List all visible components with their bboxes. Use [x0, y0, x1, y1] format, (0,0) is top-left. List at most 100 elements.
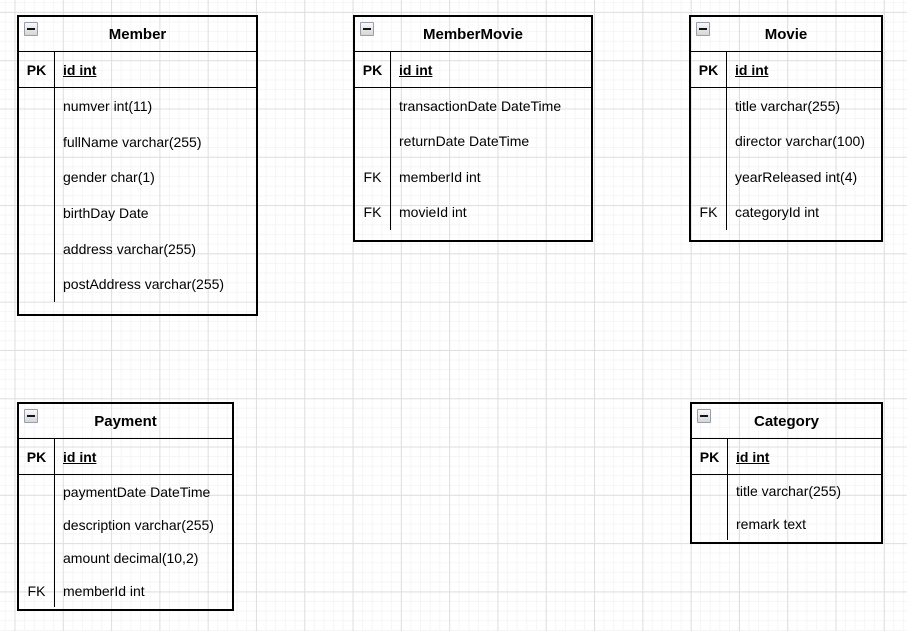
- key-cell: [692, 507, 728, 540]
- table-header[interactable]: Member: [19, 17, 256, 52]
- attribute-row[interactable]: returnDate DateTime: [355, 123, 591, 159]
- minus-glyph: [699, 28, 707, 30]
- table-body: title varchar(255) remark text: [692, 475, 881, 542]
- key-cell: [19, 230, 55, 267]
- table-header[interactable]: MemberMovie: [355, 17, 591, 52]
- field-label: gender char(1): [63, 169, 155, 186]
- field-label: birthDay Date: [63, 204, 149, 221]
- collapse-icon[interactable]: [697, 409, 711, 423]
- table-body: transactionDate DateTime returnDate DateT…: [355, 88, 591, 240]
- key-cell: [691, 88, 727, 124]
- primary-key-field: id int: [736, 448, 770, 465]
- field-label: fullName varchar(255): [63, 133, 202, 150]
- minus-glyph: [27, 415, 35, 417]
- attribute-row[interactable]: remark text: [692, 507, 881, 540]
- key-cell: [355, 123, 391, 159]
- pk-key-cell: PK: [19, 439, 55, 474]
- field-label: title varchar(255): [735, 97, 841, 114]
- attribute-row[interactable]: fullName varchar(255): [19, 123, 256, 160]
- key-cell: [19, 266, 55, 303]
- key-cell: [19, 195, 55, 231]
- primary-key-row[interactable]: PK id int: [19, 52, 256, 88]
- field-label: title varchar(255): [736, 483, 842, 500]
- key-cell: FK: [355, 194, 391, 230]
- attribute-row[interactable]: address varchar(255): [19, 230, 256, 267]
- table-title: MemberMovie: [422, 25, 524, 43]
- attribute-row[interactable]: numver int(11): [19, 88, 256, 124]
- pk-key-cell: PK: [19, 52, 55, 87]
- attribute-row[interactable]: title varchar(255): [692, 475, 881, 508]
- field-label: paymentDate DateTime: [63, 483, 211, 500]
- primary-key-field: id int: [63, 61, 97, 78]
- field-label: numver int(11): [63, 97, 153, 114]
- minus-glyph: [363, 28, 371, 30]
- key-cell: [355, 88, 391, 124]
- collapse-icon[interactable]: [696, 22, 710, 36]
- attribute-row[interactable]: paymentDate DateTime: [19, 475, 232, 508]
- attribute-row[interactable]: description varchar(255): [19, 508, 232, 541]
- attribute-row[interactable]: title varchar(255): [691, 88, 881, 124]
- key-cell: [692, 475, 728, 508]
- table-body: numver int(11) fullName varchar(255) gende…: [19, 88, 256, 314]
- key-cell: [19, 508, 55, 541]
- collapse-icon[interactable]: [24, 409, 38, 423]
- field-label: categoryId int: [735, 204, 820, 221]
- attribute-row[interactable]: FK movieId int: [355, 194, 591, 230]
- attribute-row[interactable]: yearReleased int(4): [691, 159, 881, 195]
- minus-glyph: [27, 28, 35, 30]
- attribute-row[interactable]: postAddress varchar(255): [19, 266, 256, 303]
- collapse-icon[interactable]: [24, 22, 38, 36]
- attribute-row[interactable]: FK categoryId int: [691, 194, 881, 230]
- minus-glyph: [700, 415, 708, 417]
- attribute-row[interactable]: gender char(1): [19, 159, 256, 196]
- primary-key-row[interactable]: PK id int: [355, 52, 591, 88]
- attribute-row[interactable]: transactionDate DateTime: [355, 88, 591, 124]
- key-cell: [19, 123, 55, 160]
- field-label: amount decimal(10,2): [63, 549, 199, 566]
- key-cell: [691, 123, 727, 159]
- key-cell: [19, 541, 55, 574]
- field-label: remark text: [736, 515, 807, 532]
- key-cell: [19, 159, 55, 196]
- table-header[interactable]: Movie: [691, 17, 881, 52]
- primary-key-row[interactable]: PK id int: [692, 439, 881, 475]
- table-header[interactable]: Payment: [19, 404, 232, 439]
- field-label: transactionDate DateTime: [399, 97, 562, 114]
- field-label: returnDate DateTime: [399, 133, 530, 150]
- field-label: description varchar(255): [63, 516, 214, 533]
- table-title: Category: [753, 412, 820, 430]
- field-label: yearReleased int(4): [735, 168, 858, 185]
- primary-key-field: id int: [63, 448, 97, 465]
- attribute-row[interactable]: amount decimal(10,2): [19, 541, 232, 574]
- collapse-icon[interactable]: [360, 22, 374, 36]
- attribute-row[interactable]: birthDay Date: [19, 195, 256, 231]
- pk-key-cell: PK: [692, 439, 728, 474]
- field-label: director varchar(100): [735, 133, 865, 150]
- table-body: paymentDate DateTime description varchar(…: [19, 475, 232, 609]
- pk-key-cell: PK: [691, 52, 727, 87]
- table-header[interactable]: Category: [692, 404, 881, 439]
- key-cell: FK: [355, 159, 391, 195]
- table-title: Movie: [764, 25, 808, 43]
- key-cell: [19, 88, 55, 124]
- field-label: postAddress varchar(255): [63, 276, 225, 293]
- key-cell: FK: [691, 194, 727, 230]
- primary-key-field: id int: [399, 61, 433, 78]
- table-title: Member: [108, 25, 167, 43]
- pk-key-cell: PK: [355, 52, 391, 87]
- table-title: Payment: [94, 412, 157, 430]
- table-body: title varchar(255) director varchar(100) y…: [691, 88, 881, 240]
- field-label: movieId int: [399, 204, 467, 221]
- key-cell: [19, 475, 55, 508]
- attribute-row[interactable]: director varchar(100): [691, 123, 881, 159]
- primary-key-row[interactable]: PK id int: [19, 439, 232, 475]
